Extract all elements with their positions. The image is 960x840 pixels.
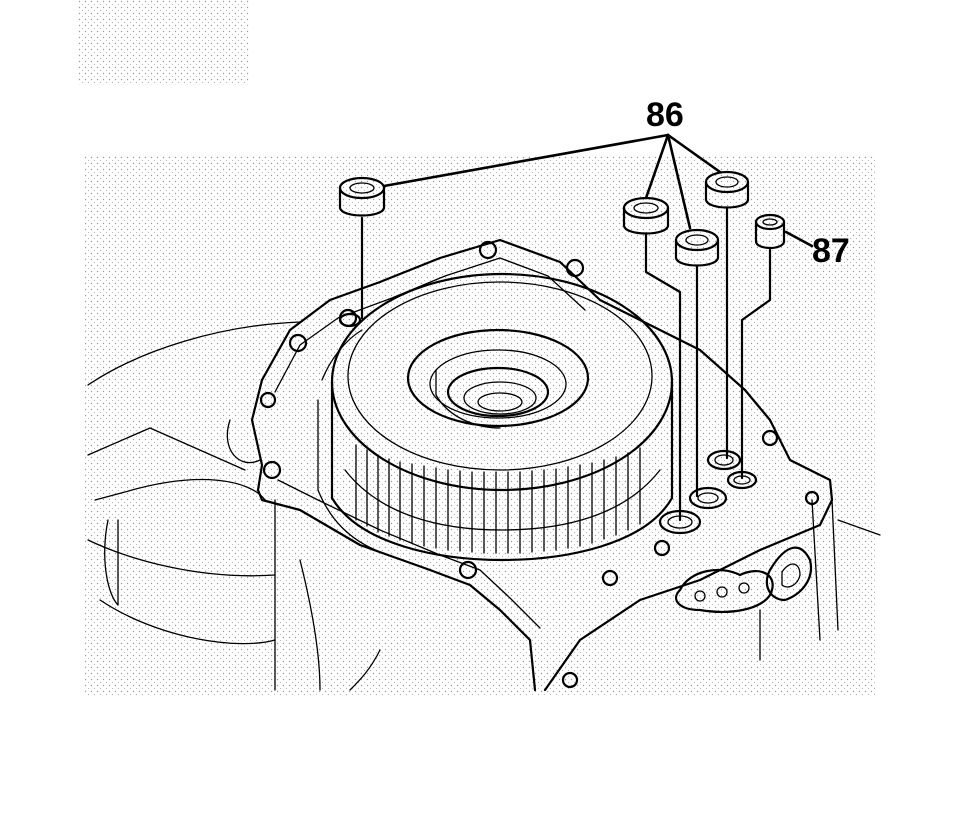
valve-body-passages [675, 499, 881, 661]
clutch-drum [317, 272, 674, 562]
callout-leaders [382, 133, 814, 248]
callout-87-label: 87 [812, 232, 850, 270]
callout-86-label: 86 [646, 96, 684, 134]
cylindrical-seal-icon [338, 176, 386, 217]
cylindrical-seal-icon [754, 213, 786, 250]
seals [338, 170, 786, 267]
installation-lines [360, 206, 772, 522]
drum-splines [355, 444, 641, 554]
case-housing-left [87, 321, 381, 691]
